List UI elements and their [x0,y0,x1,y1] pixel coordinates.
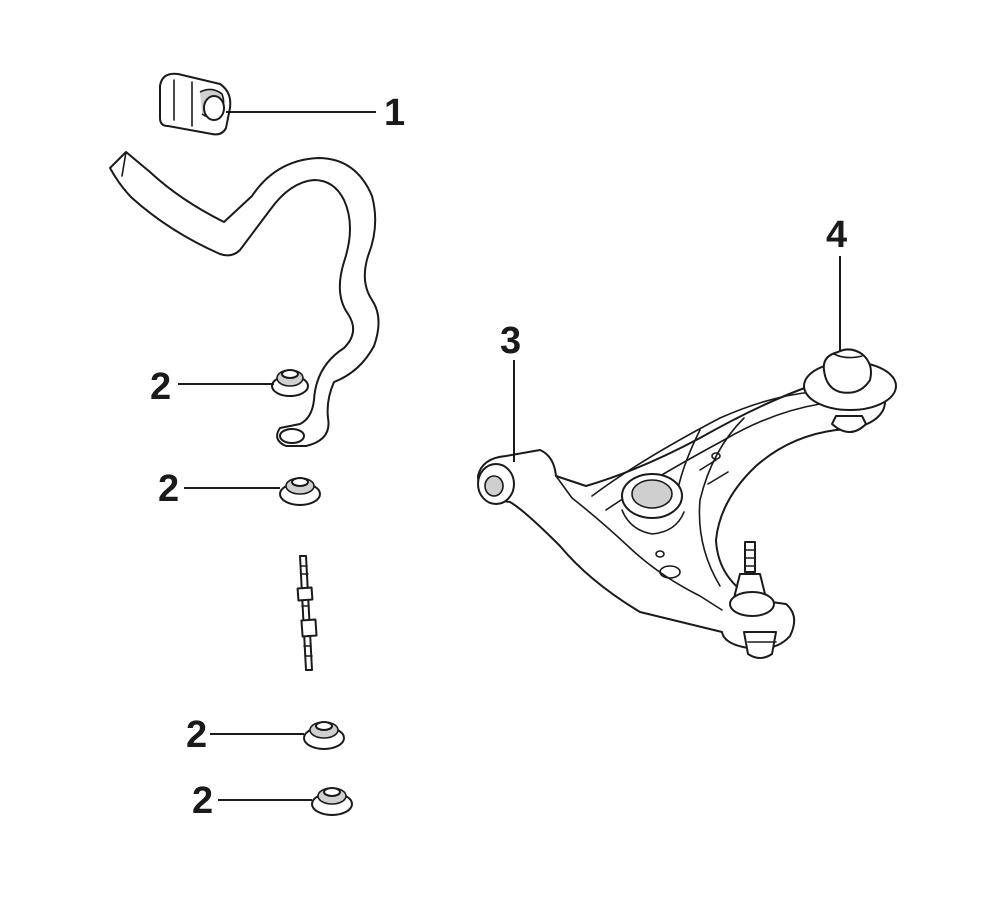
callout-2d: 2 [192,780,214,822]
cushion-lower-2 [311,787,353,816]
callout-3: 3 [500,320,522,362]
stabilizer-link-bolt [296,555,318,671]
stabilizer-bushing [159,72,232,136]
ball-joint-stud [729,541,775,617]
stabilizer-bar [109,151,380,447]
callout-4: 4 [826,214,848,256]
callout-2b: 2 [158,468,180,510]
callout-2c: 2 [186,714,208,756]
cushion-lower-1 [303,721,345,750]
lower-control-arm [477,377,887,659]
callout-1: 1 [384,92,406,134]
callout-2a: 2 [150,366,172,408]
cushion-upper-2 [279,477,321,506]
lower-arm-front-bushing [803,348,897,433]
cushion-upper-1 [271,369,309,397]
